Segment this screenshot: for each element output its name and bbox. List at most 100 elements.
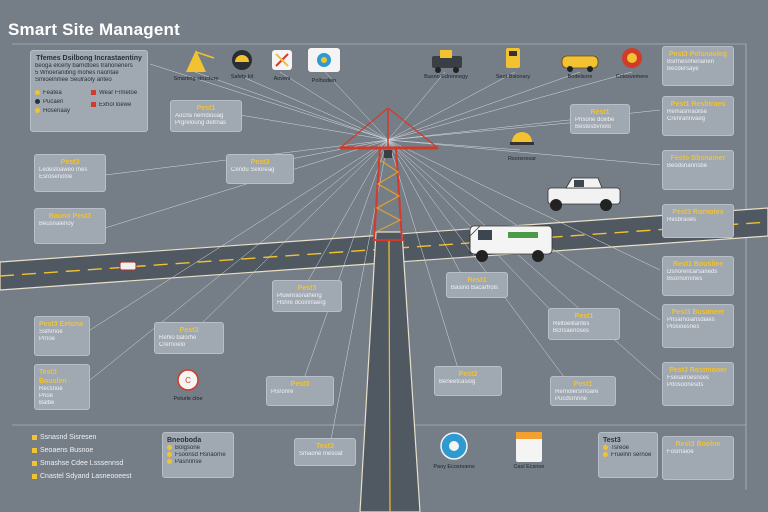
callout-key: Rest1 (590, 109, 610, 116)
callout-line: Bestesbvnolo (575, 124, 612, 130)
bottom-legend-item: Smashse Cdee Lsssennsd (32, 460, 123, 467)
bottom-legend-item: Seoaens Busnoe (32, 447, 93, 454)
network-icon-caption: Paoy Ecosnoens (433, 464, 475, 470)
callout-line: Rehlo balorhe (159, 335, 197, 341)
left-card-line: Beusnalenoy (39, 221, 74, 227)
pickup-truck (547, 177, 621, 211)
vehicle-icon (561, 55, 599, 72)
intro-line: Smioelnmee Seulraoly anteo (35, 77, 112, 83)
shield-icon: C (177, 369, 199, 391)
right-card-line: Beodsnarinsbe (667, 163, 708, 169)
vehicle-icon-caption: Bodelsore (567, 74, 593, 80)
right-card-line: Pdosoonesds (667, 382, 704, 388)
legend-label: Cnastel Sdyand Lasneooeest (40, 473, 132, 480)
callout-key: Pest1 (574, 313, 594, 320)
fuel-icon-caption: Seot Bsionary (495, 74, 531, 80)
bottom-card-line: Tsreoe (603, 445, 653, 452)
legend-swatch (32, 460, 37, 466)
bottom-card-text: Bolgsone (175, 445, 201, 452)
left-card-line: Recsnoe (39, 386, 63, 392)
right-card-line: Becdersaye (667, 66, 699, 72)
callout-line: Cendu Seloreag (231, 167, 275, 173)
callout-line: Pisronre (271, 389, 294, 395)
callout-card: Pest1 Aocrla nemdiouag Prgreloung detrna… (170, 100, 242, 132)
legend-swatch (32, 473, 37, 479)
callout-key: Pest3 (297, 285, 317, 292)
callout-key: Pest3 (250, 159, 270, 166)
excavator-icon-caption: Basno Edrennegy (424, 74, 468, 80)
legend-swatch (32, 434, 37, 440)
right-card-line: Dsnorencarsaneds (667, 269, 718, 275)
hardhat-icon-caption: Rsorsnesar (507, 156, 537, 162)
helmet-icon-caption: Safety kit (230, 74, 254, 80)
callout-key: Pest1 (196, 105, 216, 112)
service-van (469, 225, 553, 262)
alarm-icon-caption: Colosvemere (615, 74, 649, 80)
callout-line: Reltoelitantes (553, 321, 590, 327)
crane-icon-caption: Smarting structure (173, 76, 219, 82)
right-card: Pest3 Polsnaoleg Bsrmesnhenanen Becdersa… (662, 46, 734, 86)
bottom-card-key: Bneoboda (167, 437, 202, 444)
callout-line: Beneetcasiog (439, 379, 476, 385)
left-card: Bauno Pest3 Beusnalenoy (34, 208, 106, 244)
bottom-card-line: Pasnrinse (167, 459, 229, 466)
intro-line: beoga elcerly barndtoes trahoneners (35, 63, 133, 69)
left-card-key: Pest3 Eetona (39, 321, 83, 328)
right-card-key: Pest3 Rostmoner (669, 367, 727, 374)
right-card: Pest3 Rornotes Resbraoes (662, 204, 734, 238)
bottom-card-text: Fsoonsd Hsnaorne (175, 452, 226, 459)
callout-line: Hshre dcoinnlaerg (277, 300, 326, 306)
tools-icon-caption: Aoveni (273, 76, 291, 82)
callout-card: Pest3 Pluwnrasnaheng Hshre dcoinnlaerg (272, 280, 342, 312)
right-card-key: Pest3 Busaneer (671, 309, 725, 316)
shield-icon-caption: Peturle cloe (173, 396, 203, 402)
alarm-icon (622, 48, 642, 68)
callout-line: Bcnsaerioses (553, 328, 590, 334)
sensor-icon-caption: Polhodien (311, 78, 337, 84)
right-card: Rest3 Bnolne Fosrnaioe (662, 436, 734, 480)
callout-card: Pest3 Cendu Seloreag (226, 154, 294, 184)
right-card-key: Pest3 Polsnaoleg (669, 51, 727, 58)
mid-icon-group: C (177, 132, 542, 462)
right-card-key: Rest1 Bousliee (672, 261, 724, 268)
callout-line: Pluwnrasnaheng (277, 293, 322, 299)
intro-legend-item: Exhol loewe (91, 102, 131, 109)
intro-key-item: Featea (35, 90, 62, 97)
right-card-line: Fsesalroesnces (667, 375, 710, 381)
callout-card: Test3 Smaone mesoat (294, 438, 356, 466)
left-card-key: Bauno Pest3 (48, 213, 92, 220)
intro-key-label: Featea (43, 90, 62, 97)
bullet-dot (603, 445, 608, 450)
right-card-line: Fosrnaioe (667, 449, 694, 455)
left-card-line: Pnoe (39, 393, 54, 399)
bottom-card-text: Fruelnn sernoe (611, 452, 652, 459)
callout-key: Pest3 (290, 381, 310, 388)
svg-text:C: C (185, 376, 191, 385)
bottom-card-text: Tsreoe (611, 445, 630, 452)
right-card: Pest3 Busaneer Pnsarnoiansdiaes Piosioes… (662, 304, 734, 348)
right-card-line: Bsrmesnhenanen (667, 59, 715, 65)
helmet-icon (232, 50, 252, 70)
right-card-line: Crenranrivaeg (667, 116, 706, 122)
bottom-legend-item: Cnastel Sdyand Lasneooeest (32, 473, 131, 480)
key-dot (35, 99, 40, 104)
tools-icon (272, 50, 292, 70)
intro-key-label: Pucaen (43, 99, 64, 106)
connector-lines (89, 63, 661, 446)
bullet-dot (167, 459, 172, 465)
left-card-key: Test3 Bouslen (39, 369, 67, 385)
callout-card: Pest2 Beneetcasiog (434, 366, 502, 396)
right-card-line: Bsornornines (667, 276, 703, 282)
left-card-line: Sslhrnoe (39, 329, 63, 335)
left-card: Test3 Bouslen Recsnoe Pnoe Balbe (34, 364, 90, 410)
road-vertical-line (388, 239, 391, 512)
key-dot (35, 90, 40, 95)
intro-key-item: Hosenaay (35, 108, 70, 115)
excavator-icon (432, 50, 462, 73)
callout-line: Rernolersrnoare (555, 389, 599, 395)
key-swatch (91, 102, 96, 107)
clipboard-icon (516, 432, 542, 462)
bullet-dot (167, 445, 172, 450)
bottom-legend-item: Ssnasnd Sisresen (32, 434, 96, 441)
